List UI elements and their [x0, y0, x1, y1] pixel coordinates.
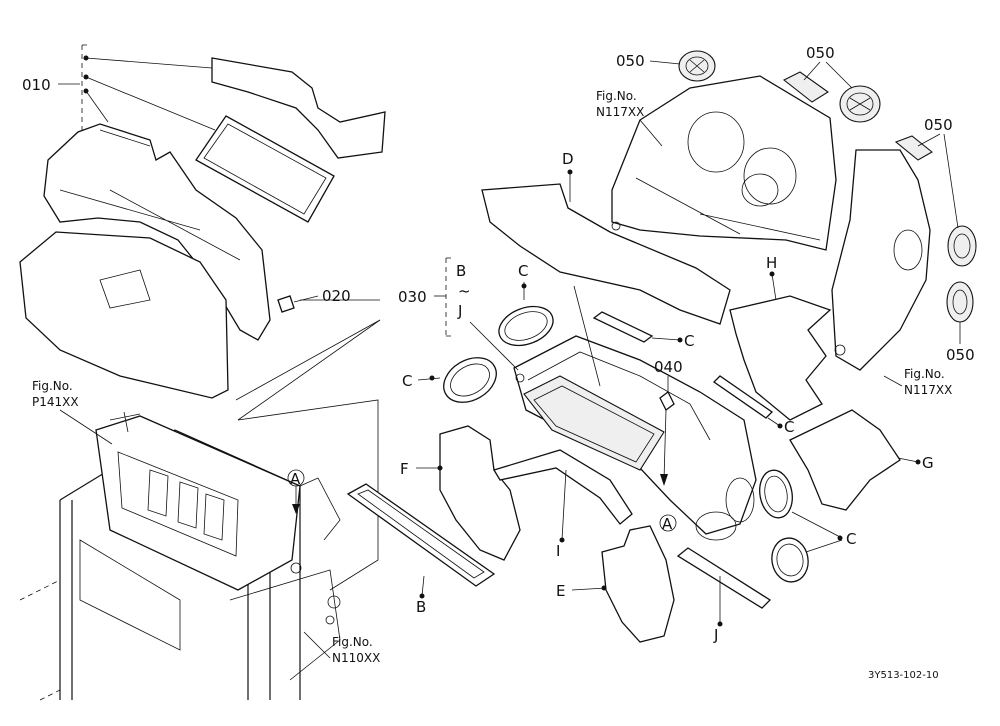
part-j-strip: J: [676, 547, 772, 644]
part-e-panel: E: [556, 525, 675, 643]
figref-n110-label: Fig.No.: [332, 635, 373, 649]
label-g: G: [922, 454, 934, 472]
figref-n117-top: Fig.No. N117XX: [596, 89, 663, 147]
ring-c-1: C: [498, 262, 554, 347]
part-g-duct: G: [789, 409, 934, 511]
label-a-right: A: [662, 515, 673, 533]
label-h: H: [766, 254, 777, 272]
callout-030: 030 B ~ J: [398, 257, 519, 371]
figref-n117-right: Fig.No. N117XX: [883, 367, 952, 397]
part-020-screw: 020: [277, 287, 351, 313]
rings-c-5: C: [759, 469, 856, 583]
figref-p141-code: P141XX: [32, 395, 79, 409]
figref-n117-top-label: Fig.No.: [596, 89, 637, 103]
callout-a-left: A: [287, 469, 305, 514]
part-b-gasket: B: [346, 483, 496, 616]
label-c-5: C: [846, 530, 856, 548]
main-duct-box: [513, 285, 757, 541]
figref-n117-right-code: N117XX: [904, 383, 952, 397]
label-a-left: A: [290, 470, 301, 488]
part-i-seal: I: [493, 449, 633, 560]
part-040-screw: 040: [654, 358, 683, 486]
label-040: 040: [654, 358, 683, 376]
label-i: I: [556, 542, 560, 560]
label-050-c: 050: [924, 116, 953, 134]
label-d: D: [562, 150, 574, 168]
callout-a-right: A: [659, 514, 677, 533]
part-f-panel: F: [400, 425, 521, 561]
label-050-a: 050: [616, 52, 645, 70]
strip-c-4: C: [712, 375, 794, 436]
chassis-frame: [19, 319, 381, 701]
figref-n117-top-code: N117XX: [596, 105, 644, 119]
label-030-tilde: ~: [458, 282, 471, 300]
label-020: 020: [322, 287, 351, 305]
label-f: F: [400, 460, 409, 478]
label-c-4: C: [784, 418, 794, 436]
label-010: 010: [22, 76, 51, 94]
figref-n110-code: N110XX: [332, 651, 380, 665]
label-030: 030: [398, 288, 427, 306]
label-030-b: B: [456, 262, 466, 280]
callouts-050: 050 050 050 050: [616, 44, 975, 364]
panel-group-010: [19, 44, 386, 399]
callout-010: 010: [22, 76, 80, 94]
part-d-panel: D: [481, 150, 731, 325]
vent-050-d: [946, 225, 977, 323]
ring-c-2: C: [402, 357, 497, 403]
label-b: B: [416, 598, 426, 616]
figref-p141-label: Fig.No.: [32, 379, 73, 393]
part-h-duct: H: [729, 254, 832, 421]
label-c-1: C: [518, 262, 528, 280]
vent-050-b: [839, 85, 881, 123]
vent-050-c: [782, 71, 933, 161]
upper-housing: [611, 75, 931, 371]
drawing-code: 3Y513-102-10: [868, 670, 939, 681]
figref-n110: Fig.No. N110XX: [303, 631, 380, 665]
strip-c-3: C: [592, 311, 694, 350]
label-e: E: [556, 582, 565, 600]
label-c-2: C: [402, 372, 412, 390]
figref-n117-right-label: Fig.No.: [904, 367, 945, 381]
label-030-j: J: [457, 302, 462, 320]
vent-050-a: [678, 50, 716, 82]
label-050-b: 050: [806, 44, 835, 62]
label-050-d: 050: [946, 346, 975, 364]
figref-p141: Fig.No. P141XX: [32, 379, 113, 445]
label-c-3: C: [684, 332, 694, 350]
label-j: J: [713, 626, 718, 644]
